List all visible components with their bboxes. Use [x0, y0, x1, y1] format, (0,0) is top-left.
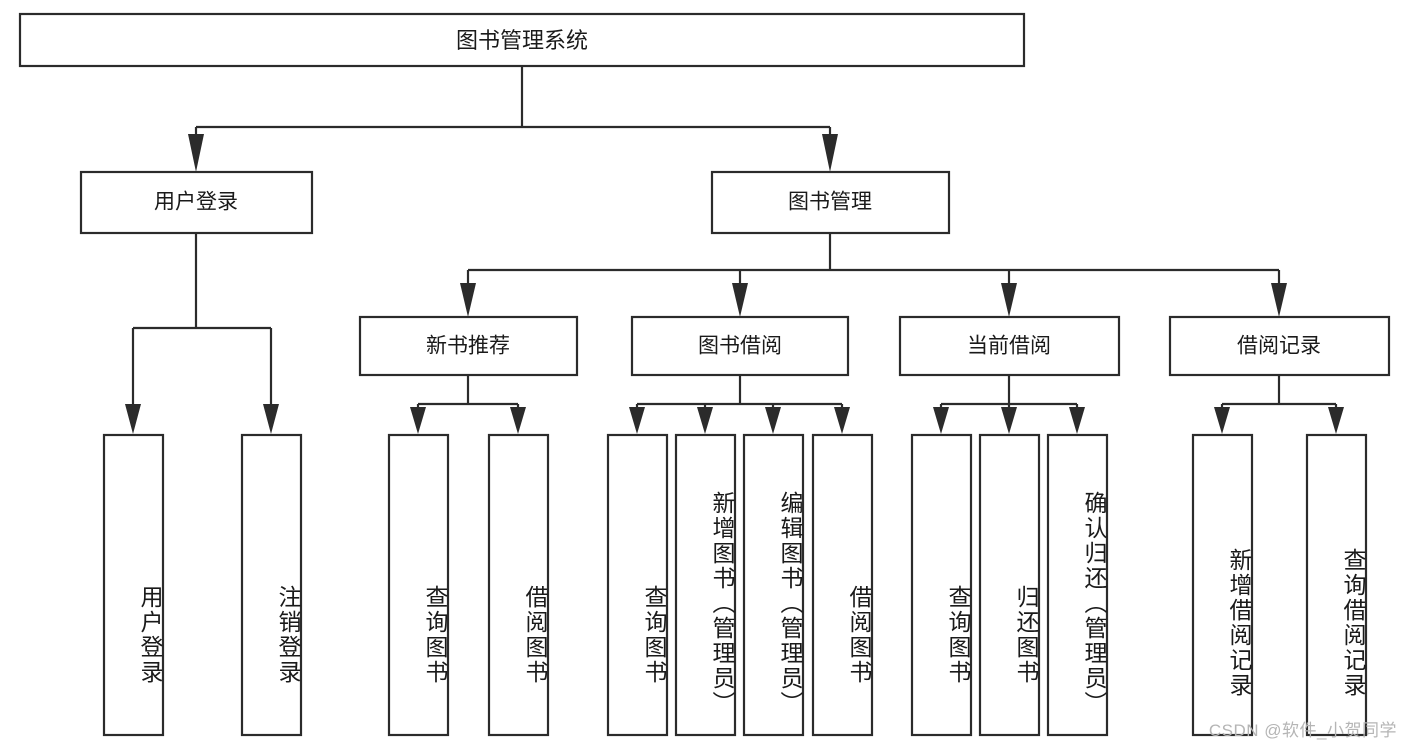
arrow-head-leaf-add-book	[697, 407, 713, 434]
arrow-head-leaf-borrow-book-1	[510, 407, 526, 434]
node-user-login[interactable]: 用户登录	[79, 170, 314, 235]
arrow-head-book-borrow	[732, 283, 748, 317]
node-user-login-label: 用户登录	[154, 191, 238, 214]
node-book-borrow[interactable]: 图书借阅	[630, 315, 850, 377]
node-book-manage[interactable]: 图书管理	[710, 170, 951, 235]
node-leaf-edit-book-box[interactable]	[742, 433, 805, 737]
node-book-manage-label: 图书管理	[788, 191, 872, 214]
node-leaf-add-record-box[interactable]	[1191, 433, 1254, 737]
node-current-borrow-label: 当前借阅	[967, 335, 1051, 358]
node-leaf-borrow-book-2-box[interactable]	[811, 433, 874, 737]
node-leaf-query-book-2-box[interactable]	[606, 433, 669, 737]
node-leaf-user-login-box[interactable]	[102, 433, 165, 737]
node-leaf-query-book-3-box[interactable]	[910, 433, 973, 737]
node-root-box[interactable]	[18, 12, 1026, 68]
node-leaf-query-record-box[interactable]	[1305, 433, 1368, 737]
arrow-head-new-book-rec	[460, 283, 476, 317]
node-user-login-box[interactable]	[79, 170, 314, 235]
node-new-book-rec-label: 新书推荐	[426, 335, 510, 358]
node-current-borrow[interactable]: 当前借阅	[898, 315, 1121, 377]
node-leaf-return-book-box[interactable]	[978, 433, 1041, 737]
arrow-head-leaf-return-book	[1001, 407, 1017, 434]
arrow-head-book-manage	[822, 134, 838, 172]
arrow-head-leaf-query-record	[1328, 407, 1344, 434]
node-root-label: 图书管理系统	[456, 28, 588, 53]
node-borrow-record-label: 借阅记录	[1237, 335, 1321, 358]
node-leaf-confirm-return-box[interactable]	[1046, 433, 1109, 737]
arrow-head-user-login	[188, 134, 204, 172]
node-leaf-query-book-1-box[interactable]	[387, 433, 450, 737]
connector-group	[125, 66, 1344, 434]
arrow-head-current-borrow	[1001, 283, 1017, 317]
csdn-watermark: CSDN @软件_小贺同学	[1208, 721, 1397, 740]
arrow-head-leaf-query-book-3	[933, 407, 949, 434]
node-book-borrow-box[interactable]	[630, 315, 850, 377]
node-leaf-borrow-book-1-box[interactable]	[487, 433, 550, 737]
arrow-head-leaf-user-login	[125, 404, 141, 434]
node-current-borrow-box[interactable]	[898, 315, 1121, 377]
arrow-head-leaf-edit-book	[765, 407, 781, 434]
arrow-head-borrow-record	[1271, 283, 1287, 317]
node-borrow-record[interactable]: 借阅记录	[1168, 315, 1391, 377]
arrow-head-leaf-add-record	[1214, 407, 1230, 434]
node-new-book-rec-box[interactable]	[358, 315, 579, 377]
arrow-head-leaf-borrow-book-2	[834, 407, 850, 434]
arrow-head-leaf-query-book-2	[629, 407, 645, 434]
node-book-borrow-label: 图书借阅	[698, 335, 782, 358]
arrow-head-leaf-user-logout	[263, 404, 279, 434]
node-root[interactable]: 图书管理系统	[18, 12, 1026, 68]
node-leaf-user-logout-box[interactable]	[240, 433, 303, 737]
node-book-manage-box[interactable]	[710, 170, 951, 235]
arrow-head-leaf-query-book-1	[410, 407, 426, 434]
node-borrow-record-box[interactable]	[1168, 315, 1391, 377]
arrow-head-leaf-confirm-return	[1069, 407, 1085, 434]
leaf-box-group	[102, 433, 1368, 737]
node-leaf-add-book-box[interactable]	[674, 433, 737, 737]
node-new-book-rec[interactable]: 新书推荐	[358, 315, 579, 377]
